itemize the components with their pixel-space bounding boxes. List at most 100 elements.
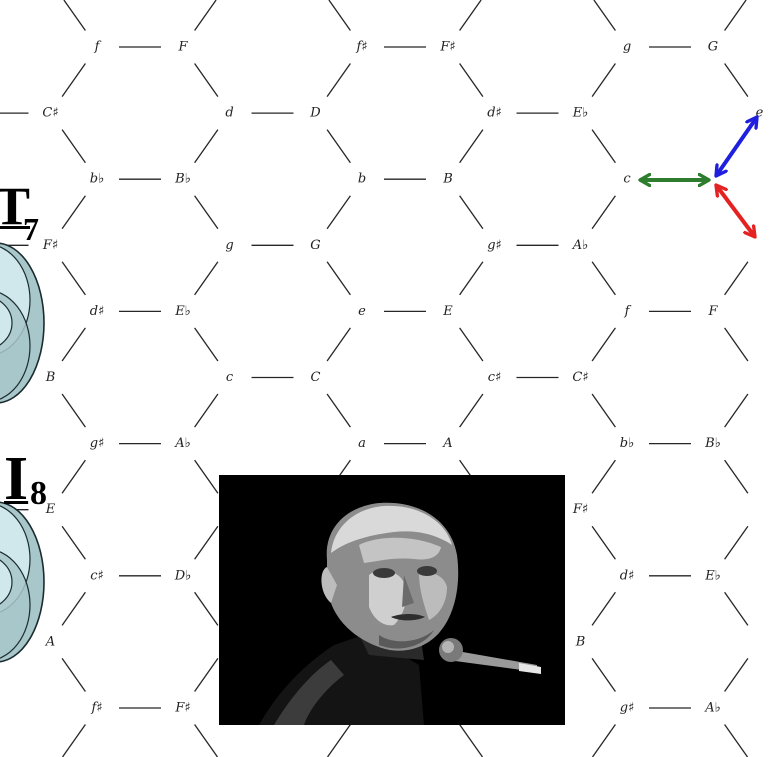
edge-diagonal	[195, 460, 218, 493]
minor-chord-label: g	[225, 238, 233, 253]
minor-chord-label: b	[358, 172, 366, 187]
minor-chord-label: g	[623, 40, 631, 55]
major-chord-label: A	[442, 436, 452, 451]
minor-chord-label: a	[358, 436, 366, 451]
major-chord-label: D♭	[174, 568, 192, 583]
edge-diagonal	[725, 526, 748, 559]
minor-chord-label: b♭	[620, 436, 634, 451]
minor-chord-label: f	[624, 304, 632, 319]
edge-diagonal	[195, 592, 218, 625]
photo	[219, 475, 565, 725]
transform-arrows	[640, 117, 757, 237]
minor-chord-label: f♯	[90, 701, 102, 716]
edge-diagonal	[725, 394, 748, 427]
edge-diagonal	[592, 658, 615, 691]
edge-diagonal	[195, 196, 218, 229]
major-chord-label: C♯	[572, 370, 588, 385]
minor-chord-label: d	[225, 106, 233, 121]
photo-eye-right	[417, 566, 437, 576]
major-chord-label: A♭	[174, 436, 191, 451]
minor-chord-label: c♯	[488, 370, 502, 385]
minor-chord-label: f♯	[355, 40, 367, 55]
edge-diagonal	[195, 725, 218, 757]
major-chord-label: D	[309, 106, 321, 121]
minor-chord-label: f	[94, 40, 102, 55]
transform-subscript-i: 8	[30, 477, 47, 511]
edge-diagonal	[592, 262, 615, 295]
edge-diagonal	[460, 130, 483, 163]
transform-label-i: I	[4, 448, 28, 510]
edge-diagonal	[460, 394, 483, 427]
edge-diagonal	[195, 394, 218, 427]
edge-diagonal	[195, 64, 218, 97]
major-chord-label: G	[310, 238, 320, 253]
edge-diagonal	[592, 130, 615, 163]
transform-subscript-t: 7	[23, 213, 39, 245]
edge-diagonal	[328, 725, 351, 757]
edge-diagonal	[592, 394, 615, 427]
edge-diagonal	[195, 328, 218, 361]
edge-diagonal	[327, 328, 350, 361]
minor-chord-label: g♯	[620, 701, 635, 716]
major-chord-label: F♯	[439, 40, 455, 55]
edge-diagonal	[195, 262, 218, 295]
major-chord-label: B	[442, 172, 453, 187]
edge-diagonal	[460, 196, 483, 229]
minor-chord-label: g♯	[487, 238, 502, 253]
major-chord-label: B♭	[174, 172, 191, 187]
edge-diagonal	[62, 592, 85, 625]
minor-chord-label: d♯	[90, 304, 105, 319]
edge-diagonal	[62, 658, 85, 691]
minor-chord-label: c	[226, 370, 234, 385]
major-chord-label: E♭	[704, 568, 721, 583]
minor-chord-label: c	[623, 172, 631, 187]
edge-diagonal	[327, 394, 350, 427]
minor-chord-label: e	[358, 304, 366, 319]
edge-diagonal	[327, 196, 350, 229]
edge-diagonal	[195, 0, 217, 31]
edge-diagonal	[725, 0, 747, 31]
edge-diagonal	[725, 725, 748, 757]
edge-diagonal	[592, 526, 615, 559]
major-chord-label: E♭	[572, 106, 589, 121]
major-chord-label: B	[575, 634, 586, 649]
major-chord-label: E	[442, 304, 453, 319]
edge-diagonal	[592, 196, 615, 229]
edge-diagonal	[62, 394, 85, 427]
edge-diagonal	[62, 526, 85, 559]
ring-shape-bottom	[0, 497, 50, 667]
edge-diagonal	[329, 0, 351, 31]
edge-diagonal	[62, 328, 85, 361]
edge-diagonal	[725, 592, 748, 625]
edge-diagonal	[327, 64, 350, 97]
edge-diagonal	[195, 658, 218, 691]
edge-diagonal	[62, 262, 85, 295]
major-chord-label: F♯	[572, 502, 588, 517]
edge-diagonal	[725, 262, 748, 295]
major-chord-label: G	[708, 40, 718, 55]
edge-diagonal	[64, 0, 86, 31]
minor-chord-label: d♯	[620, 568, 635, 583]
blue-double-arrow-icon	[716, 117, 757, 176]
edge-diagonal	[725, 328, 748, 361]
edge-diagonal	[62, 130, 85, 163]
edge-diagonal	[327, 130, 350, 163]
edge-diagonal	[327, 262, 350, 295]
major-chord-label: B♭	[704, 436, 721, 451]
red-double-arrow-icon	[716, 185, 755, 237]
edge-diagonal	[594, 0, 616, 31]
edge-diagonal	[195, 526, 218, 559]
major-chord-label: F	[707, 304, 718, 319]
edge-diagonal	[725, 460, 748, 493]
edge-diagonal	[592, 328, 615, 361]
major-chord-label: A♭	[572, 238, 589, 253]
photo-eye-left	[373, 568, 395, 578]
minor-chord-label: b♭	[90, 172, 104, 187]
minor-chord-label: d♯	[487, 106, 502, 121]
photo-image	[219, 475, 565, 725]
edge-diagonal	[592, 592, 615, 625]
edge-diagonal	[62, 196, 85, 229]
edge-diagonal	[195, 130, 218, 163]
minor-chord-label: c♯	[90, 568, 104, 583]
major-chord-label: F♯	[174, 701, 190, 716]
